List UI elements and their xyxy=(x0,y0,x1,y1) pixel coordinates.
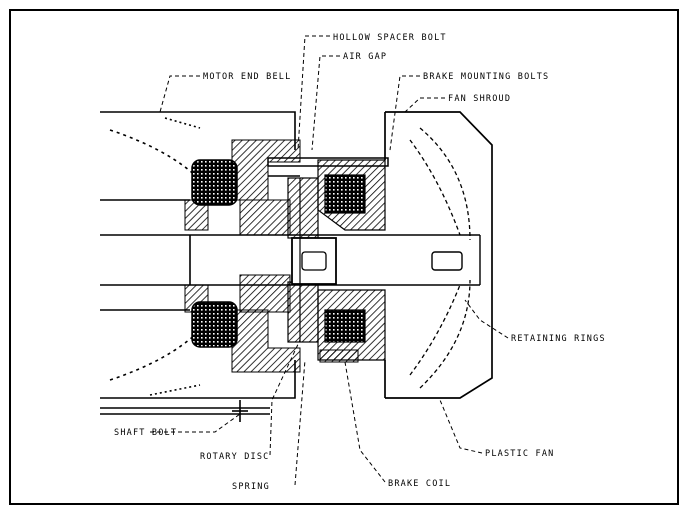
shaft-bolt-shape xyxy=(100,400,270,422)
label-plastic-fan: PLASTIC FAN xyxy=(485,449,555,459)
label-air-gap: AIR GAP xyxy=(343,52,387,62)
label-brake-mounting-bolts: BRAKE MOUNTING BOLTS xyxy=(423,72,549,82)
brake-body xyxy=(317,159,386,363)
label-rotary-disc: ROTARY DISC xyxy=(200,452,270,462)
fan-shroud xyxy=(384,111,493,399)
hollow-spacer-bolt-shape xyxy=(267,157,389,177)
diagram-frame xyxy=(9,9,679,505)
motor-windings xyxy=(191,159,238,348)
label-spring: SPRING xyxy=(232,482,270,492)
fan-shaft-end xyxy=(431,235,481,285)
label-fan-shroud: FAN SHROUD xyxy=(448,94,511,104)
label-hollow-spacer-bolt: HOLLOW SPACER BOLT xyxy=(333,33,447,43)
plastic-fan-shape xyxy=(409,127,471,389)
leader-lines xyxy=(150,35,509,486)
diagram-labels: HOLLOW SPACER BOLT MOTOR END BELL AIR GA… xyxy=(114,33,606,492)
rotary-disc-assembly xyxy=(287,177,337,343)
motor-end-bell xyxy=(100,111,296,399)
label-motor-end-bell: MOTOR END BELL xyxy=(203,72,291,82)
label-retaining-rings: RETAINING RINGS xyxy=(511,334,606,344)
label-brake-coil: BRAKE COIL xyxy=(388,479,451,489)
label-shaft-bolt: SHAFT BOLT xyxy=(114,428,177,438)
